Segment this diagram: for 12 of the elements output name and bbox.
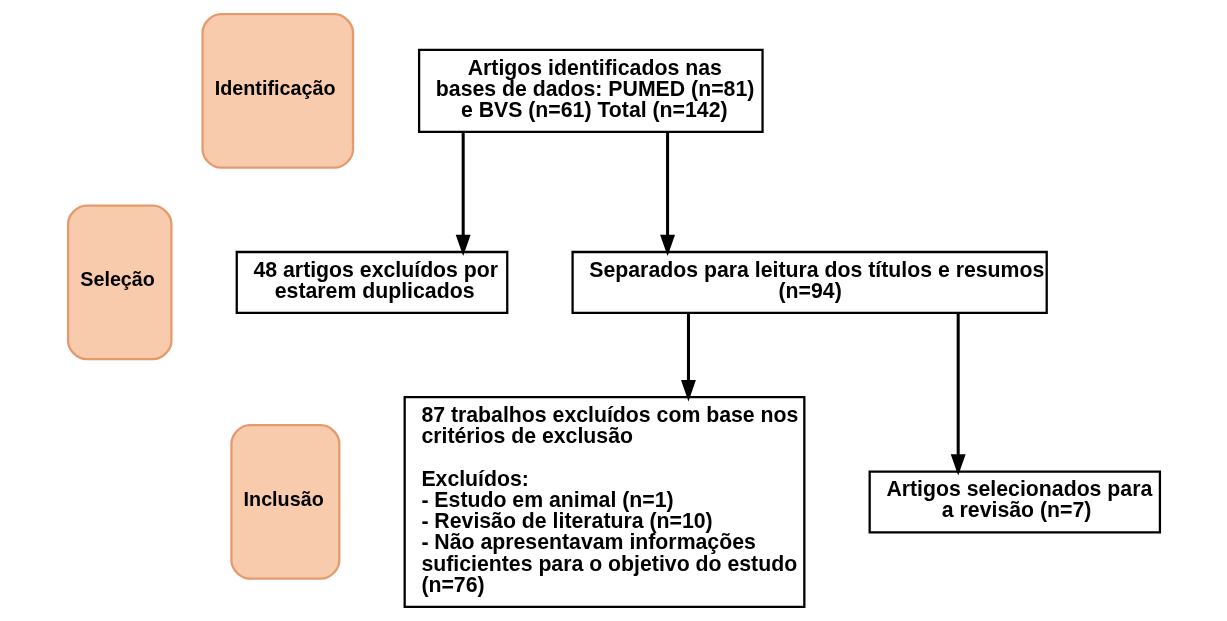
node-box: Separados para leitura dos títulos e resumos (n=94) [570,250,1048,314]
node-box: 87 trabalhos excluídos com base nos critérios de exclusão Excluídos: - Estudo em animal (n=1) - Revisão de literatura (n=10) - Não apresentavam informações suficientes para o objetivo do estudo (n=76) [403,396,805,608]
node-box: Inclusão [229,424,340,580]
arrow [455,132,471,257]
node-box: Identificação [200,13,354,169]
node-box: 48 artigos excluídos por estarem duplicados [235,250,508,314]
arrow [680,312,696,402]
arrow [659,132,675,257]
node-box: Artigos identificados nas bases de dados: PUMED (n=81) e BVS (n=61) Total (n=142) [417,48,764,134]
node-box: Artigos selecionados para a revisão (n=7) [868,470,1161,534]
arrow [950,312,966,476]
node-box: Seleção [66,204,173,361]
